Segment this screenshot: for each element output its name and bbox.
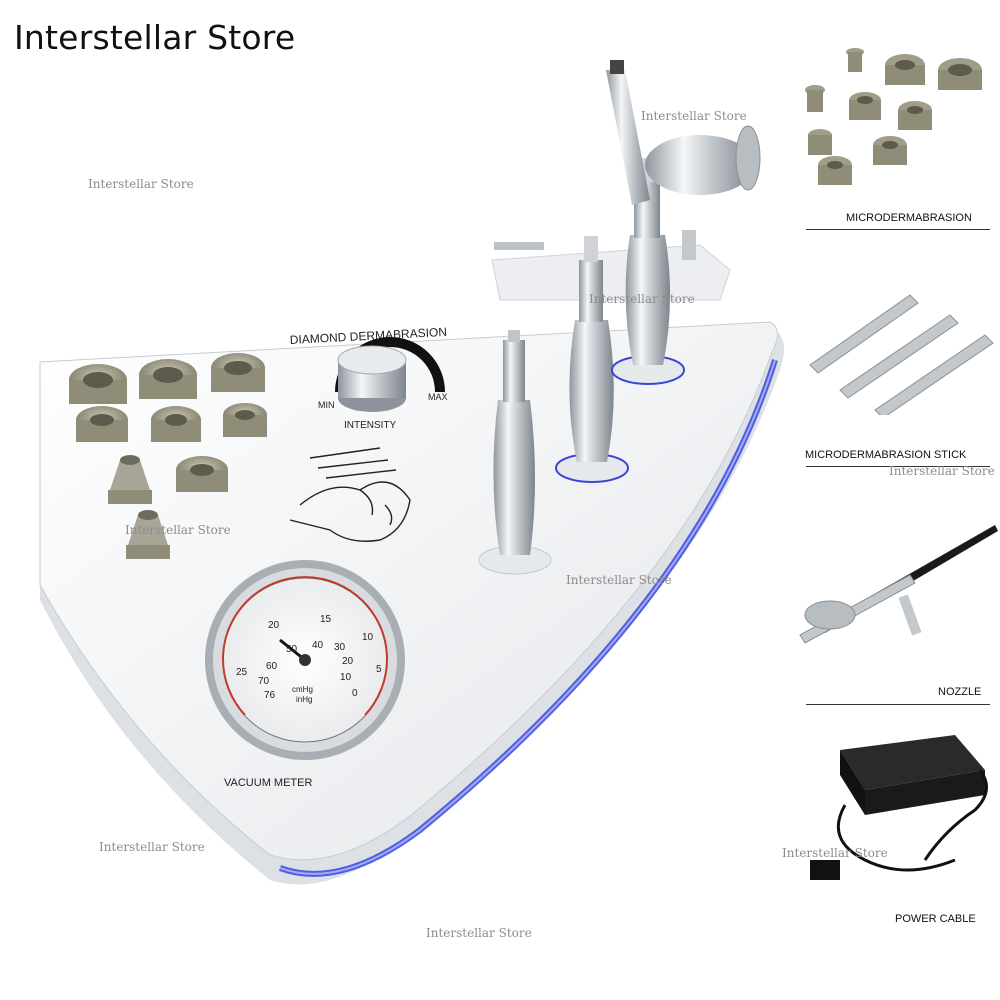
handpiece-tall	[611, 158, 685, 385]
diamond-tips-set	[69, 353, 267, 559]
watermark: Interstellar Store	[125, 523, 231, 537]
caption-power-cable: POWER CABLE	[895, 913, 976, 925]
watermark: Interstellar Store	[99, 840, 205, 854]
vacuum-gauge	[205, 560, 405, 760]
gauge-label: VACUUM METER	[224, 777, 312, 789]
gauge-tick-outer-10: 10	[362, 632, 374, 643]
gauge-tick-30: 30	[334, 642, 346, 653]
handpiece-short	[478, 330, 552, 575]
gauge-tick-outer-5: 5	[376, 664, 382, 675]
watermark: Interstellar Store	[641, 109, 747, 123]
intensity-knob	[335, 337, 445, 412]
watermark: Interstellar Store	[426, 926, 532, 940]
airbrush-nozzle	[606, 60, 761, 260]
caption-stick: MICRODERMABRASION STICK	[805, 449, 967, 461]
gauge-tick-76: 76	[264, 690, 276, 701]
gauge-tick-60: 60	[266, 661, 278, 672]
gauge-unit-in: inHg	[296, 695, 312, 704]
watermark: Interstellar Store	[782, 846, 888, 860]
gauge-tick-10: 10	[340, 672, 352, 683]
caption-nozzle: NOZZLE	[938, 686, 982, 698]
treatment-illustration	[289, 447, 411, 542]
store-title: Interstellar Store	[14, 18, 296, 57]
sticks-photo	[809, 294, 994, 415]
gauge-tick-40: 40	[312, 640, 324, 651]
knob-min-label: MIN	[318, 400, 335, 410]
watermark: Interstellar Store	[589, 292, 695, 306]
gauge-unit-cm: cmHg	[292, 685, 313, 694]
gauge-tick-70: 70	[258, 676, 270, 687]
gauge-tick-0: 0	[352, 688, 358, 699]
power-cable-photo	[810, 735, 988, 880]
gauge-tick-outer-25: 25	[236, 667, 248, 678]
watermark: Interstellar Store	[889, 464, 995, 478]
accessory-tips-photo	[805, 48, 982, 185]
watermark: Interstellar Store	[88, 177, 194, 191]
knob-max-label: MAX	[428, 392, 448, 402]
device-photo: DIAMOND DERMABRASION MIN MAX INTENSITY 2…	[39, 60, 784, 885]
divider	[806, 466, 990, 467]
divider	[806, 229, 990, 230]
nozzle-photo	[799, 525, 998, 644]
gauge-tick-20: 20	[342, 656, 354, 667]
knob-intensity-label: INTENSITY	[344, 420, 397, 431]
gauge-tick-outer-20: 20	[268, 620, 280, 631]
caption-microdermabrasion: MICRODERMABRASION	[846, 212, 972, 224]
handpiece-medium	[494, 236, 629, 483]
gauge-tick-50: 50	[286, 644, 298, 655]
gauge-tick-outer-15: 15	[320, 614, 332, 625]
divider	[806, 704, 990, 705]
watermark: Interstellar Store	[566, 573, 672, 587]
